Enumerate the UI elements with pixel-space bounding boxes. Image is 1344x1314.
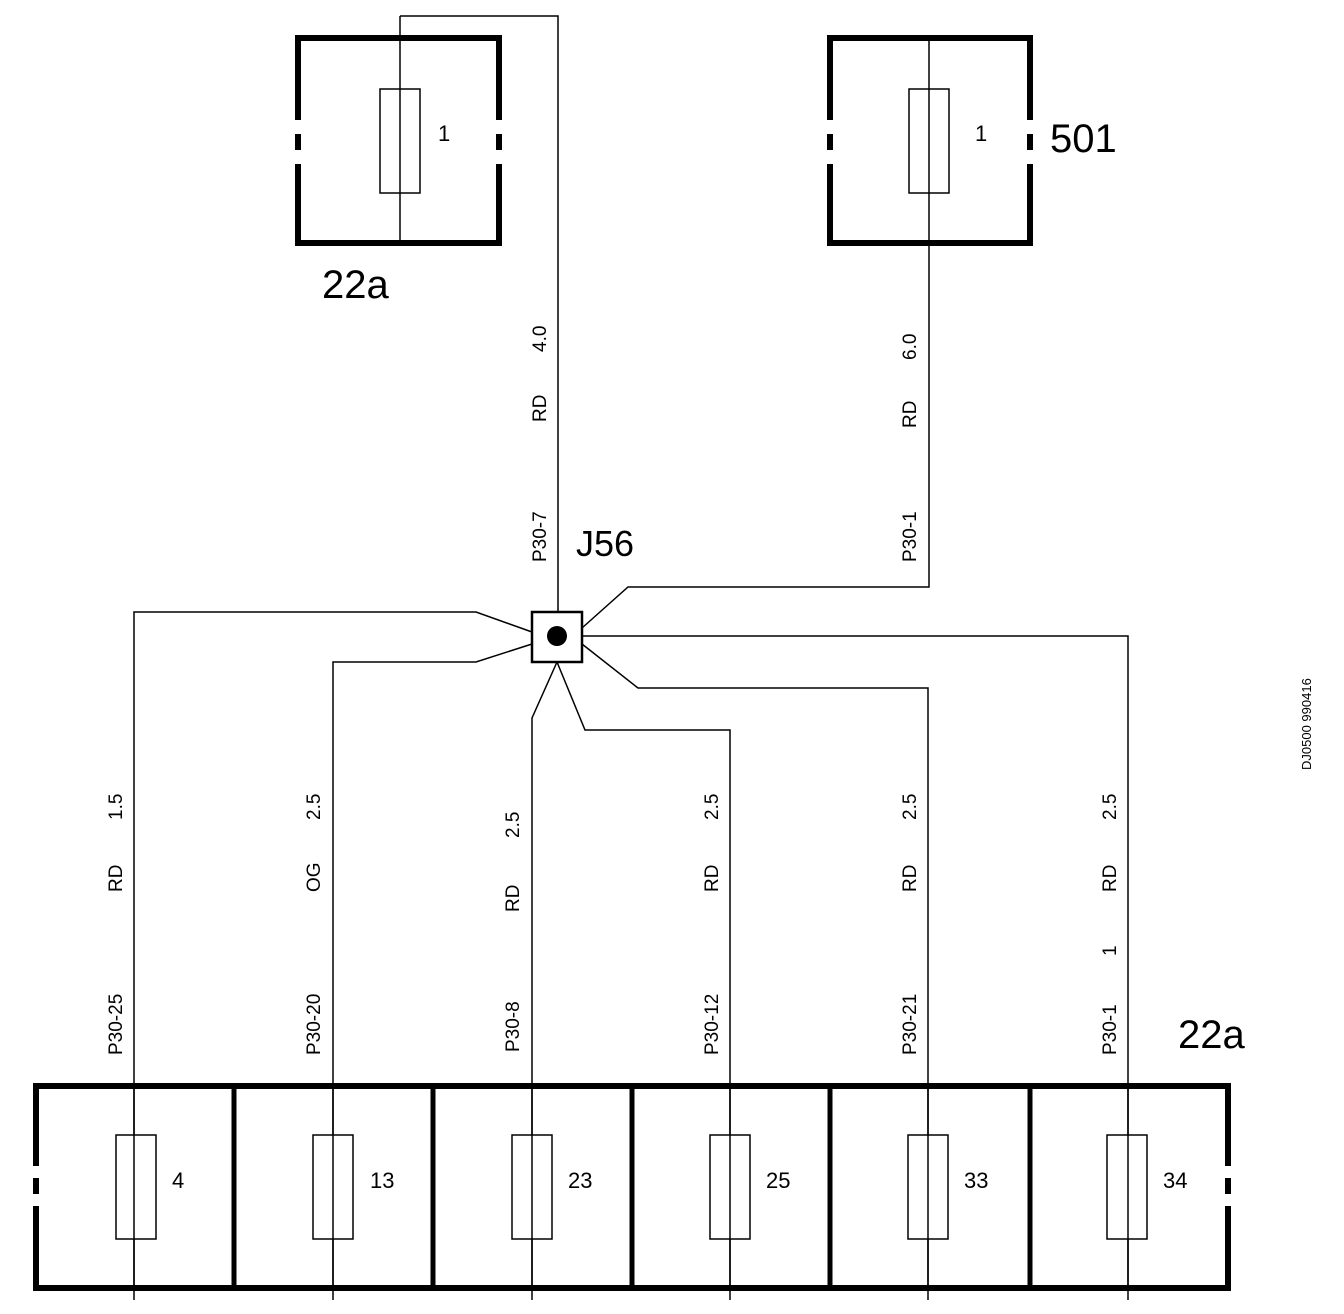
wire-color-label: RD (702, 865, 723, 892)
fuse-number: 13 (370, 1168, 394, 1193)
wire-size-label: 2.5 (304, 794, 325, 820)
document-reference: DJ0500 990416 (1299, 678, 1314, 770)
wire-size-label: 2.5 (503, 812, 524, 838)
wire-color-label: RD (900, 401, 921, 428)
top-right-fuse-number: 1 (975, 121, 987, 146)
top-left-box-label: 22a (322, 263, 389, 307)
wire-circuit-label: P30-12 (702, 994, 723, 1055)
fuse-number: 33 (964, 1168, 988, 1193)
top-left-fuse-box: 1 (294, 16, 503, 246)
fuse-number: 4 (172, 1168, 184, 1193)
wire-circuit-label: P30-8 (503, 1001, 524, 1052)
wire-size-label: 4.0 (530, 326, 551, 352)
top-wires (400, 15, 930, 629)
fuse-number: 34 (1163, 1168, 1187, 1193)
wire-color-label: RD (106, 865, 127, 892)
splice-label: J56 (576, 523, 634, 564)
fuse-number: 23 (568, 1168, 592, 1193)
top-right-box-label: 501 (1050, 117, 1117, 161)
wire-color-label: OG (304, 862, 325, 892)
wire-circuit-label: P30-25 (106, 994, 127, 1055)
fuse-icon (115, 1134, 157, 1240)
fuse-number: 25 (766, 1168, 790, 1193)
bottom-wires (133, 611, 1129, 1300)
wire-size-label: 2.5 (702, 794, 723, 820)
wire-color-label: RD (1100, 865, 1121, 892)
wire-circuit-label: P30-21 (900, 994, 921, 1055)
splice-dot-icon (547, 626, 567, 646)
wire-extra-label: 1 (1100, 945, 1121, 956)
wire-size-label: 2.5 (1100, 794, 1121, 820)
wire-circuit-label: P30-7 (530, 511, 551, 562)
bottom-wire-labels: P30-25 RD 1.5 P30-20 OG 2.5 P30-8 RD 2.5… (106, 794, 1121, 1055)
top-right-fuse-box: 1 (826, 35, 1034, 246)
fuse-icon (1106, 1134, 1148, 1240)
wire-size-label: 2.5 (900, 794, 921, 820)
bottom-box-label: 22a (1178, 1013, 1245, 1057)
wire-circuit-label: P30-1 (900, 511, 921, 562)
wire-color-label: RD (900, 865, 921, 892)
bottom-fuse-box: 4 13 23 25 33 34 (32, 1083, 1232, 1291)
wire-size-label: 1.5 (106, 794, 127, 820)
wire-color-label: RD (503, 885, 524, 912)
wire-size-label: 6.0 (900, 334, 921, 360)
splice-j56 (530, 610, 584, 664)
top-left-fuse-number: 1 (438, 121, 450, 146)
wire-circuit-label: P30-1 (1100, 1004, 1121, 1055)
wire-circuit-label: P30-20 (304, 994, 325, 1055)
wire-color-label: RD (530, 395, 551, 422)
